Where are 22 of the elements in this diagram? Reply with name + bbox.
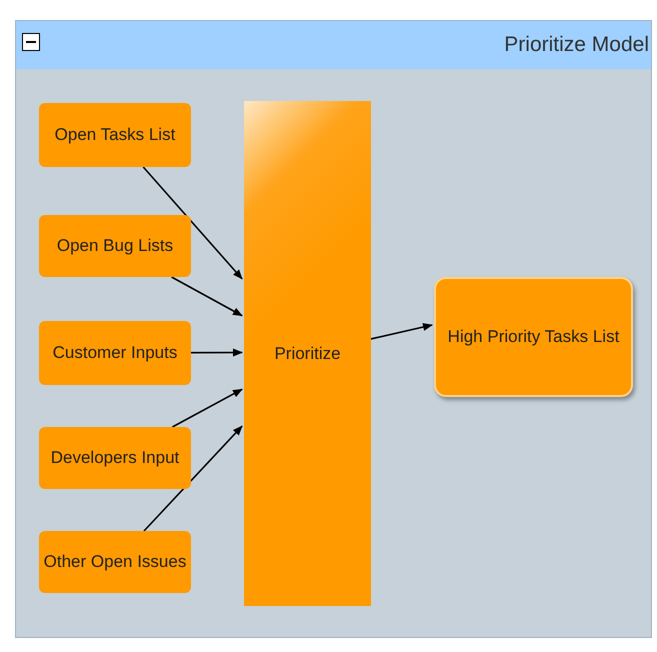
node-label: Other Open Issues	[42, 551, 188, 573]
process-box	[244, 101, 371, 606]
input-box	[39, 321, 191, 385]
arrow	[142, 166, 243, 280]
node-label: Developers Input	[50, 447, 180, 469]
input-box	[39, 103, 191, 167]
arrow	[370, 323, 433, 340]
model-panel	[15, 20, 652, 638]
input-box	[39, 215, 191, 277]
node-label: Open Bug Lists	[56, 235, 174, 257]
arrow	[172, 388, 243, 428]
arrow	[143, 426, 243, 532]
panel-title: Prioritize Model	[504, 32, 649, 58]
arrow	[191, 348, 243, 357]
node-label: High Priority Tasks List	[446, 326, 620, 348]
arrow	[171, 276, 243, 316]
output-box	[434, 277, 633, 397]
node-label: Open Tasks List	[54, 124, 176, 146]
node-label: Prioritize	[273, 342, 342, 364]
input-box	[39, 427, 191, 489]
input-box	[39, 531, 191, 593]
node-label: Customer Inputs	[52, 342, 178, 364]
